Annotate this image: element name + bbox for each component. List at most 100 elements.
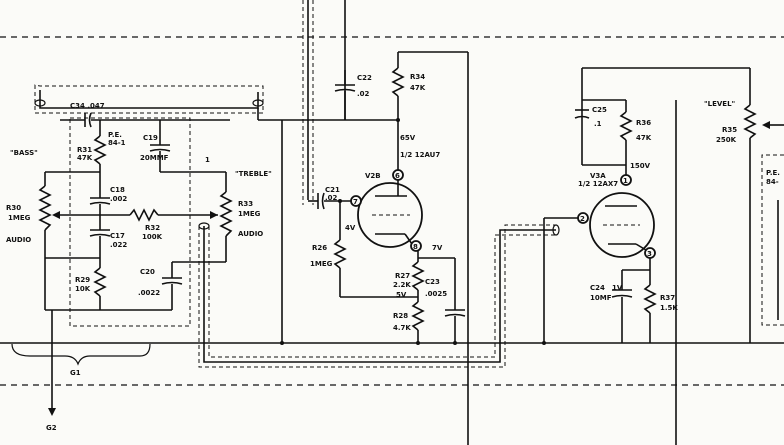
label-5v: 5V bbox=[396, 291, 407, 299]
label-r35: R35 bbox=[722, 126, 737, 134]
label-r37-value: 1.5K bbox=[660, 304, 678, 312]
tone-stack-enclosure bbox=[69, 117, 191, 327]
label-r32-value: 100K bbox=[142, 233, 163, 241]
resistor-r29: R29 10K bbox=[45, 258, 172, 311]
tube-v3a: 1 2 3 V3A 1/2 12AX7 1V bbox=[543, 172, 656, 343]
junction-dot bbox=[396, 118, 400, 122]
label-v2b-type: 1/2 12AU7 bbox=[400, 151, 440, 159]
junction-dot bbox=[338, 199, 342, 203]
resistor-r31: R31 47K bbox=[77, 120, 107, 190]
shielded-lead-top bbox=[302, 0, 346, 205]
label-150v: 150V bbox=[630, 162, 651, 170]
label-c20-value: .0022 bbox=[138, 289, 160, 297]
label-r33: R33 bbox=[238, 200, 253, 208]
label-r30-value: 1MEG bbox=[8, 214, 31, 222]
cathode-network-v2b: 7V R27 2.2K 5V C23 .0025 R28 4.7K bbox=[393, 244, 466, 343]
label-r36-value: 47K bbox=[636, 134, 652, 142]
label-c25: C25 bbox=[592, 106, 607, 114]
pin-3: 3 bbox=[647, 250, 652, 258]
label-pe84-2-b: 84- bbox=[766, 178, 779, 186]
label-c23-value: .0025 bbox=[425, 290, 447, 298]
label-1v: 1V bbox=[612, 284, 623, 292]
brace-g1 bbox=[11, 343, 151, 366]
label-r36: R36 bbox=[636, 119, 651, 127]
pin-1: 1 bbox=[623, 177, 628, 185]
label-c23: C23 bbox=[425, 278, 440, 286]
label-level: "LEVEL" bbox=[704, 100, 735, 108]
label-r30: R30 bbox=[6, 204, 21, 212]
label-r32: R32 bbox=[145, 224, 160, 232]
resistor-r34: R34 47K 65V 1/2 12AU7 bbox=[391, 51, 469, 445]
label-bass: "BASS" bbox=[10, 149, 38, 157]
label-c21: C21 bbox=[325, 186, 340, 194]
label-pin-1: 1 bbox=[205, 156, 210, 164]
label-c17: C17 bbox=[110, 232, 125, 240]
label-7v: 7V bbox=[432, 244, 443, 252]
label-r34-value: 47K bbox=[410, 84, 426, 92]
label-r37: R37 bbox=[660, 294, 675, 302]
label-c25-value: .1 bbox=[594, 120, 602, 128]
label-c22: C22 bbox=[357, 74, 372, 82]
label-c19: C19 bbox=[143, 134, 158, 142]
label-c34: C34 .047 bbox=[70, 102, 105, 110]
label-r33-taper: AUDIO bbox=[238, 230, 263, 238]
label-r29-value: 10K bbox=[75, 285, 91, 293]
shielded-lead-bottom bbox=[198, 222, 560, 368]
resistor-r26: R26 1MEG bbox=[310, 201, 418, 298]
label-pe84-2-a: P.E. bbox=[766, 169, 780, 177]
label-c18: C18 bbox=[110, 186, 125, 194]
capacitor-c34: C34 .047 bbox=[60, 102, 230, 128]
junction-dot bbox=[453, 341, 457, 345]
label-r31-value: 47K bbox=[77, 154, 93, 162]
label-v3a: V3A bbox=[590, 172, 606, 180]
pin-6: 6 bbox=[395, 172, 400, 180]
shielded-tone-loop bbox=[34, 84, 264, 114]
label-r27: R27 bbox=[395, 272, 410, 280]
tube-v2b: 6 7 8 V2B bbox=[350, 169, 423, 252]
label-c22-value: .02 bbox=[357, 90, 370, 98]
label-c17-value: .022 bbox=[110, 241, 127, 249]
label-r33-value: 1MEG bbox=[238, 210, 261, 218]
potentiometer-r30: R30 1MEG AUDIO bbox=[6, 171, 130, 259]
junction-dot bbox=[416, 341, 420, 345]
label-pe84-1-b: 84-1 bbox=[108, 139, 126, 147]
label-v2b: V2B bbox=[365, 172, 381, 180]
capacitor-c18: C18 .002 bbox=[89, 186, 127, 215]
capacitor-c20: C20 .0022 bbox=[138, 261, 226, 310]
label-r27-value: 2.2K bbox=[393, 281, 411, 289]
label-r29: R29 bbox=[75, 276, 90, 284]
label-c24-value: 10MF bbox=[590, 294, 612, 302]
label-c20: C20 bbox=[140, 268, 155, 276]
pin-8: 8 bbox=[413, 243, 418, 251]
label-r34: R34 bbox=[410, 73, 425, 81]
pin-7: 7 bbox=[353, 198, 358, 206]
label-65v: 65V bbox=[400, 134, 416, 142]
label-r31: R31 bbox=[77, 146, 92, 154]
pin-2: 2 bbox=[580, 215, 585, 223]
label-r26-value: 1MEG bbox=[310, 260, 333, 268]
label-r30-taper: AUDIO bbox=[6, 236, 31, 244]
v3a-plate-network: C25 .1 R36 47K 150V bbox=[574, 67, 750, 445]
capacitor-c21: C21 .02 4V bbox=[308, 186, 356, 232]
potentiometer-r35: "LEVEL" R35 250K bbox=[704, 68, 784, 343]
label-4v: 4V bbox=[345, 224, 356, 232]
junction-dot bbox=[280, 341, 284, 345]
label-c24: C24 bbox=[590, 284, 605, 292]
label-treble: "TREBLE" bbox=[235, 170, 272, 178]
label-pe84-1-a: P.E. bbox=[108, 131, 122, 139]
label-r28: R28 bbox=[393, 312, 408, 320]
capacitor-c22: C22 .02 bbox=[334, 70, 372, 120]
label-g2: G2 bbox=[46, 424, 57, 432]
resistor-r32: R32 100K bbox=[129, 208, 218, 241]
label-v3a-type: 1/2 12AX7 bbox=[578, 180, 618, 188]
label-g1: G1 bbox=[70, 369, 81, 377]
pe84-enclosure-right: P.E. 84- bbox=[761, 154, 784, 326]
label-r26: R26 bbox=[312, 244, 327, 252]
potentiometer-r33: R33 1MEG AUDIO bbox=[210, 172, 263, 262]
label-c19-value: 20MMF bbox=[140, 154, 169, 162]
capacitor-c17: C17 .022 bbox=[89, 215, 127, 258]
label-r28-value: 4.7K bbox=[393, 324, 411, 332]
label-c18-value: .002 bbox=[110, 195, 127, 203]
